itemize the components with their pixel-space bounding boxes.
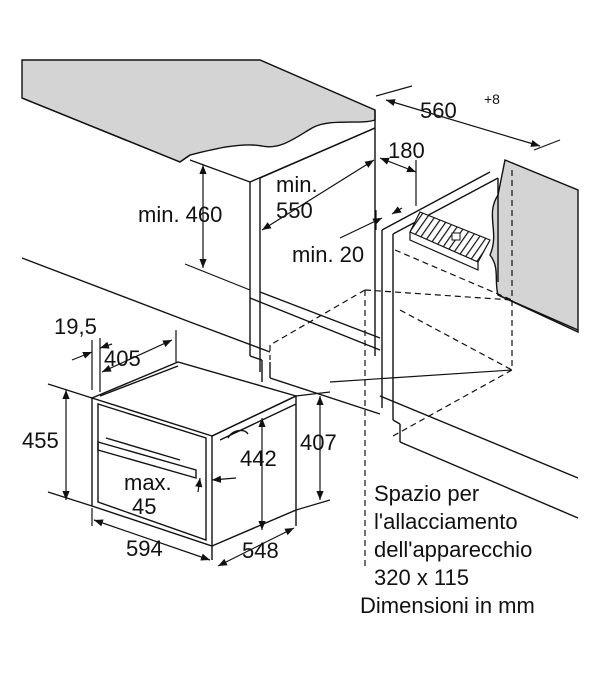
dim-rear-gap: 180 bbox=[388, 138, 425, 163]
dim-top-depth-tolerance: +8 bbox=[484, 91, 500, 107]
dim-door-height: 442 bbox=[240, 446, 277, 471]
side-worktop bbox=[489, 159, 579, 334]
dim-niche-depth-min-2: 550 bbox=[276, 198, 313, 223]
note-line-4: 320 x 115 bbox=[374, 565, 470, 590]
dim-top-depth: 560 bbox=[420, 98, 457, 123]
connection-box bbox=[409, 211, 491, 271]
dim-opening-max-2: 45 bbox=[132, 494, 156, 519]
worktop bbox=[21, 59, 376, 163]
dimension-lines bbox=[47, 85, 561, 567]
note-line-2: l'allacciamento bbox=[374, 509, 518, 534]
dim-panel-405: 405 bbox=[104, 346, 141, 371]
hidden-lines bbox=[269, 170, 513, 570]
note-line-3: dell'apparecchio bbox=[374, 537, 533, 562]
dim-niche-height-min: min. 460 bbox=[138, 202, 222, 227]
dim-appliance-width: 594 bbox=[126, 536, 163, 561]
cabinet-niche bbox=[249, 110, 499, 442]
note-line-1: Spazio per bbox=[374, 481, 480, 506]
dim-appliance-depth: 548 bbox=[242, 538, 279, 563]
dim-appliance-height: 455 bbox=[22, 428, 59, 453]
dim-niche-depth-min-1: min. bbox=[276, 172, 318, 197]
dim-opening-max-1: max. bbox=[124, 470, 172, 495]
dim-front-thickness: 19,5 bbox=[54, 314, 97, 339]
dim-front-gap-min: min. 20 bbox=[292, 242, 364, 267]
dim-body-height: 407 bbox=[300, 430, 337, 455]
units-note: Dimensioni in mm bbox=[360, 593, 535, 618]
floor-lines bbox=[21, 257, 579, 519]
